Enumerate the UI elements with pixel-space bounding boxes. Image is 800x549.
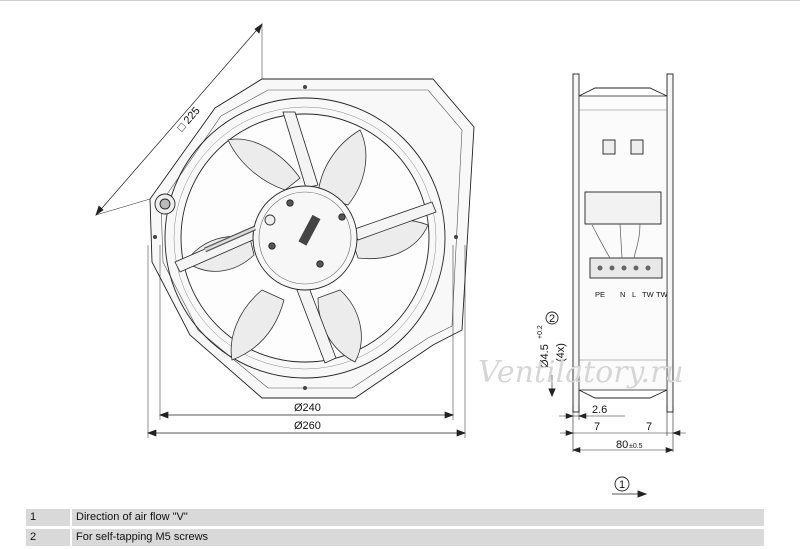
side-view: PE N L TW TW Ø4.5 +0.2 (4x) 2 bbox=[537, 73, 686, 498]
housing-inner-step bbox=[160, 89, 463, 389]
hub-screw bbox=[338, 213, 346, 221]
top-border-line bbox=[0, 0, 800, 1]
airflow-arrow-head bbox=[637, 490, 648, 498]
venturi-ring-mid bbox=[173, 106, 437, 370]
struts bbox=[174, 111, 437, 364]
hole-tolerance: +0.2 bbox=[537, 325, 544, 339]
mounting-holes bbox=[153, 85, 458, 390]
dim-diameter-lines bbox=[147, 245, 466, 438]
dim-diameter-240: Ø240 bbox=[294, 402, 321, 414]
terminal-label: N bbox=[620, 290, 625, 299]
dim-square-225 bbox=[95, 23, 263, 216]
side-bottom-rib bbox=[578, 389, 668, 399]
mounting-hole bbox=[454, 235, 458, 239]
callout-1-circle bbox=[614, 476, 630, 492]
mounting-hole bbox=[303, 386, 307, 390]
terminal-label: L bbox=[632, 290, 636, 299]
terminal-screw bbox=[609, 265, 615, 271]
dim-depth-80: 80 bbox=[616, 439, 628, 451]
blade-5 bbox=[230, 289, 285, 361]
hole-count: (4x) bbox=[555, 343, 567, 362]
blade-2 bbox=[317, 129, 367, 206]
legend-text: For self-tapping M5 screws bbox=[76, 531, 209, 543]
legend-table: 1 Direction of air flow "V" 2 For self-t… bbox=[26, 509, 764, 549]
mounting-hole bbox=[303, 85, 307, 89]
terminal-label: TW bbox=[656, 290, 669, 299]
hole-callout: Ø4.5 +0.2 (4x) bbox=[537, 325, 567, 368]
front-view: □ 225 Ø240 Ø260 bbox=[95, 23, 475, 438]
callout-2-circle bbox=[545, 311, 559, 325]
hub-screws bbox=[268, 199, 346, 268]
terminal-screws bbox=[597, 265, 651, 271]
strut-right bbox=[351, 201, 437, 241]
blade-1 bbox=[227, 138, 301, 191]
fan-blades bbox=[185, 129, 429, 363]
cable-gland bbox=[154, 193, 257, 253]
legend-separator bbox=[70, 509, 72, 526]
side-dim-lines bbox=[559, 405, 686, 453]
dim-right-7: 7 bbox=[646, 421, 652, 433]
side-body bbox=[578, 95, 668, 391]
strut-top bbox=[282, 111, 319, 189]
callout-2-number: 2 bbox=[549, 313, 555, 325]
dim-flange-thickness: 2.6 bbox=[592, 404, 607, 416]
hub-logo-plate bbox=[298, 214, 321, 246]
hub-center-mark bbox=[264, 214, 276, 226]
gland-inner bbox=[159, 198, 171, 210]
terminal-screw bbox=[645, 265, 651, 271]
hub-screw bbox=[268, 242, 276, 250]
wiring bbox=[591, 223, 641, 259]
motor-housing bbox=[584, 191, 662, 225]
legend-row: 2 For self-tapping M5 screws bbox=[26, 529, 764, 546]
cable-core bbox=[204, 226, 256, 252]
legend-number: 2 bbox=[30, 531, 37, 543]
side-clip-top bbox=[630, 139, 644, 155]
terminal-labels: PE N L TW TW bbox=[595, 290, 669, 299]
dim-depth-tolerance: ±0.5 bbox=[629, 443, 643, 450]
side-clip-top bbox=[602, 139, 616, 155]
venturi-ring-outer bbox=[164, 97, 446, 379]
dim-diameter-260: Ø260 bbox=[294, 420, 321, 432]
hub-screw bbox=[316, 260, 324, 268]
mounting-hole bbox=[153, 235, 157, 239]
hub-inner bbox=[258, 191, 352, 285]
legend-row: 1 Direction of air flow "V" bbox=[26, 509, 764, 526]
terminal-screw bbox=[633, 265, 639, 271]
callout-1-number: 1 bbox=[619, 479, 625, 491]
side-top-rib bbox=[578, 87, 668, 97]
hole-diameter-label: Ø4.5 bbox=[539, 344, 551, 368]
terminal-screw bbox=[621, 265, 627, 271]
legend-text: Direction of air flow "V" bbox=[76, 511, 188, 523]
terminal-screw bbox=[597, 265, 603, 271]
hub-screw bbox=[286, 199, 294, 207]
legend-separator bbox=[70, 529, 72, 546]
terminal-label: TW bbox=[642, 290, 655, 299]
legend-number: 1 bbox=[30, 511, 37, 523]
dim-left-7: 7 bbox=[594, 421, 600, 433]
watermark: Ventilatory.ru bbox=[478, 355, 684, 390]
hole-leader-arrow bbox=[548, 388, 556, 398]
technical-drawing: □ 225 Ø240 Ø260 bbox=[95, 23, 686, 498]
terminal-label: PE bbox=[595, 290, 605, 299]
